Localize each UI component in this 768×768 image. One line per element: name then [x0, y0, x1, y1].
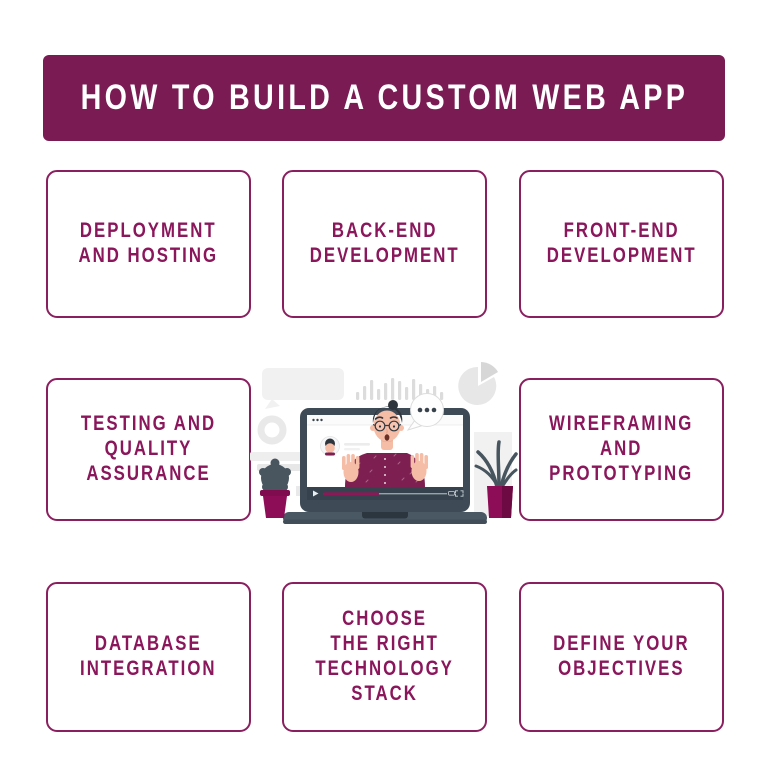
page-title: HOW TO BUILD A CUSTOM WEB APP: [80, 78, 688, 117]
step-box-testing-qa: TESTING AND QUALITY ASSURANCE: [46, 378, 251, 521]
video-call-illustration: [250, 362, 518, 524]
step-box-database-integration: DATABASE INTEGRATION: [46, 582, 251, 732]
speech-bubble-icon: [262, 368, 344, 409]
step-box-define-objectives: DEFINE YOUR OBJECTIVES: [519, 582, 724, 732]
plant-icon: [474, 440, 518, 518]
step-label-wireframing-prototyping: WIREFRAMING AND PROTOTYPING: [549, 412, 694, 485]
step-label-frontend-development: FRONT-END DEVELOPMENT: [546, 219, 697, 267]
shirt-buttons: [384, 458, 386, 484]
step-label-database-integration: DATABASE INTEGRATION: [80, 632, 217, 680]
step-label-technology-stack: CHOOSE THE RIGHT TECHNOLOGY STACK: [315, 607, 454, 705]
video-progress-bar-icon: [307, 487, 464, 500]
step-box-technology-stack: CHOOSE THE RIGHT TECHNOLOGY STACK: [282, 582, 487, 732]
header-banner: HOW TO BUILD A CUSTOM WEB APP: [43, 55, 725, 141]
step-box-frontend-development: FRONT-END DEVELOPMENT: [519, 170, 724, 318]
window-dots-icon: [312, 418, 323, 422]
chat-message-icon: [320, 436, 370, 456]
step-label-backend-development: BACK-END DEVELOPMENT: [309, 219, 460, 267]
presenter: [342, 400, 428, 487]
hand-right: [410, 453, 428, 481]
step-label-deployment-hosting: DEPLOYMENT AND HOSTING: [78, 219, 219, 267]
step-box-wireframing-prototyping: WIREFRAMING AND PROTOTYPING: [519, 378, 724, 521]
step-label-define-objectives: DEFINE YOUR OBJECTIVES: [553, 632, 690, 680]
step-box-backend-development: BACK-END DEVELOPMENT: [282, 170, 487, 318]
laptop-base: [283, 512, 487, 524]
eyebrows: [374, 416, 398, 420]
cactus-icon: [259, 458, 291, 518]
hand-left: [342, 454, 360, 482]
speech-bubble-dots-icon: [406, 393, 444, 431]
pie-chart-icon: [458, 362, 498, 405]
step-label-testing-qa: TESTING AND QUALITY ASSURANCE: [80, 412, 217, 485]
donut-chart-icon: [257, 415, 287, 445]
step-box-deployment-hosting: DEPLOYMENT AND HOSTING: [46, 170, 251, 318]
